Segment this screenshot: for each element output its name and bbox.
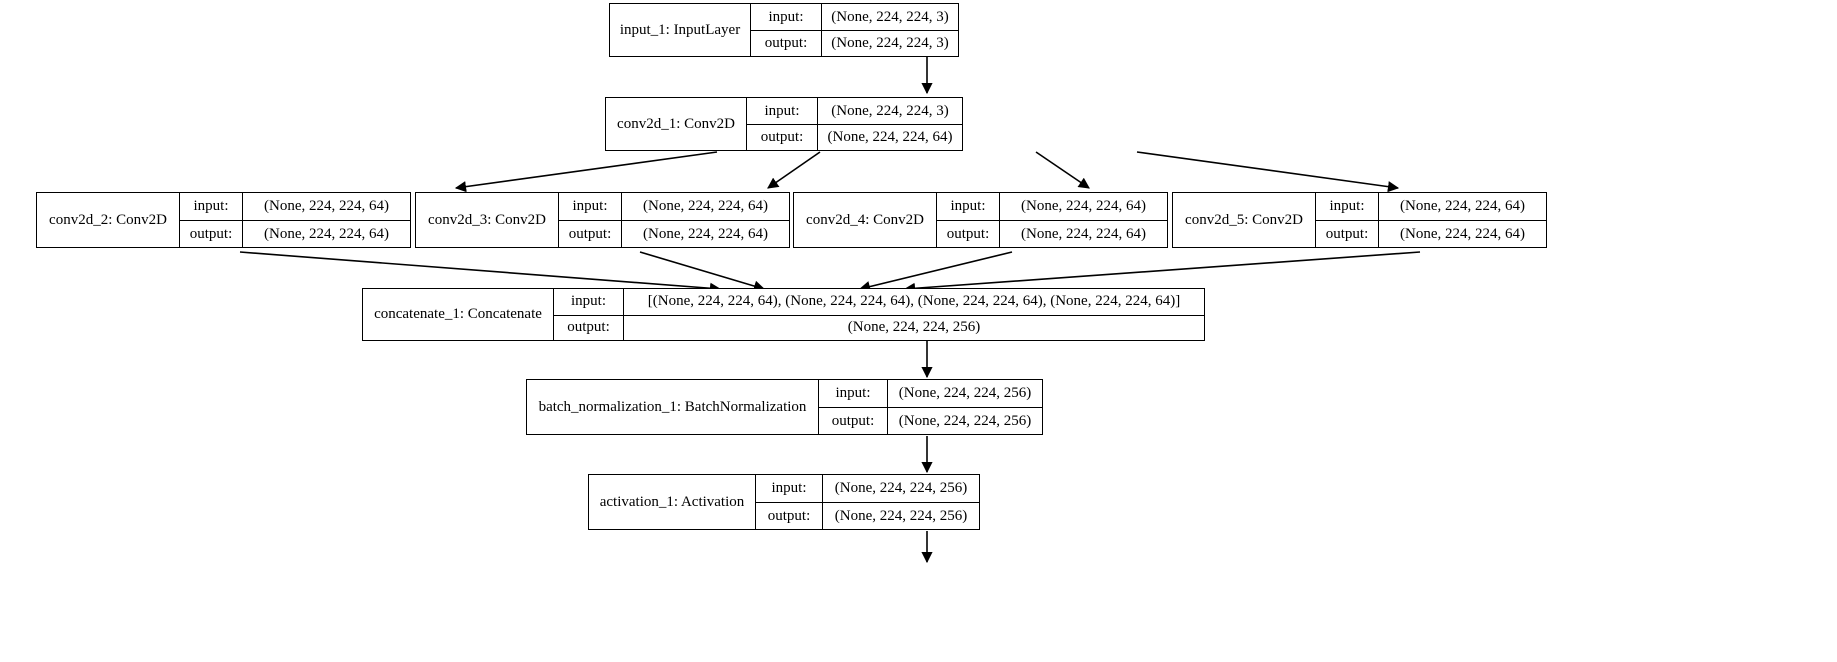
output-label: output: xyxy=(189,225,233,242)
node-batch_normalization_1-input-shape: (None, 224, 224, 256) xyxy=(887,380,1042,407)
node-conv2d_1-title: conv2d_1: Conv2D xyxy=(617,115,735,132)
input-label: input: xyxy=(771,480,807,496)
node-conv2d_1[interactable]: conv2d_1: Conv2D input: (None, 224, 224,… xyxy=(605,97,963,151)
edge-conv2d_1-conv2d_3 xyxy=(767,151,821,189)
node-input_1-input-row: input: (None, 224, 224, 3) xyxy=(751,4,958,30)
node-conv2d_4-output-shape: (None, 224, 224, 64) xyxy=(999,221,1167,247)
output-label: output: xyxy=(567,319,610,336)
node-activation_1-title: activation_1: Activation xyxy=(599,493,745,510)
node-conv2d_2-input-row: input: (None, 224, 224, 64) xyxy=(180,193,410,220)
input-label: input: xyxy=(768,8,804,25)
edge-conv2d_1-conv2d_4 xyxy=(1035,151,1090,189)
node-conv2d_4-input-shape: (None, 224, 224, 64) xyxy=(999,193,1167,220)
node-conv2d_5-input-shape: (None, 224, 224, 64) xyxy=(1378,193,1546,220)
node-activation_1-input-row: input: (None, 224, 224, 256) xyxy=(756,475,979,502)
node-conv2d_3-output-shape: (None, 224, 224, 64) xyxy=(621,221,789,247)
node-conv2d_3-input-row: input: (None, 224, 224, 64) xyxy=(559,193,789,220)
node-activation_1-io: input: (None, 224, 224, 256) output: (No… xyxy=(755,475,979,529)
input-label: input: xyxy=(835,385,871,401)
edge-conv2d_1-conv2d_2 xyxy=(454,151,718,193)
input-label: input: xyxy=(570,293,606,310)
node-input_1-input-shape: (None, 224, 224, 3) xyxy=(821,4,958,30)
node-concatenate_1-output-row: output: (None, 224, 224, 256) xyxy=(554,314,1204,340)
output-label: output: xyxy=(946,225,990,242)
node-conv2d_5-output-row: output: (None, 224, 224, 64) xyxy=(1316,220,1546,247)
node-input_1-output-shape: (None, 224, 224, 3) xyxy=(821,31,958,56)
node-conv2d_1-output-row: output: (None, 224, 224, 64) xyxy=(747,124,962,150)
node-conv2d_3-input-shape: (None, 224, 224, 64) xyxy=(621,193,789,220)
input-label: input: xyxy=(572,198,608,214)
node-input_1-output-row: output: (None, 224, 224, 3) xyxy=(751,30,958,56)
node-activation_1-output-row: output: (None, 224, 224, 256) xyxy=(756,502,979,529)
node-conv2d_4[interactable]: conv2d_4: Conv2D input: (None, 224, 224,… xyxy=(793,192,1168,248)
node-batch_normalization_1[interactable]: batch_normalization_1: BatchNormalizatio… xyxy=(526,379,1043,435)
output-label: output: xyxy=(764,35,808,51)
edge-conv2d_5-concatenate_1 xyxy=(903,251,1421,294)
node-conv2d_3[interactable]: conv2d_3: Conv2D input: (None, 224, 224,… xyxy=(415,192,790,248)
node-conv2d_1-input-row: input: (None, 224, 224, 3) xyxy=(747,98,962,124)
node-conv2d_1-input-shape: (None, 224, 224, 3) xyxy=(817,98,962,124)
node-conv2d_5-input-row: input: (None, 224, 224, 64) xyxy=(1316,193,1546,220)
input-label: input: xyxy=(950,198,986,214)
node-conv2d_4-io: input: (None, 224, 224, 64) output: (Non… xyxy=(936,193,1167,247)
edge-conv2d_1-conv2d_5 xyxy=(1136,151,1400,193)
node-conv2d_3-title: conv2d_3: Conv2D xyxy=(428,211,546,228)
edge-conv2d_2-concatenate_1 xyxy=(239,251,722,294)
node-concatenate_1[interactable]: concatenate_1: Concatenate input: [(None… xyxy=(362,288,1205,341)
node-conv2d_5-io: input: (None, 224, 224, 64) output: (Non… xyxy=(1315,193,1546,247)
input-label: input: xyxy=(193,198,229,214)
node-conv2d_4-output-row: output: (None, 224, 224, 64) xyxy=(937,220,1167,247)
output-label: output: xyxy=(760,129,804,145)
node-conv2d_4-title: conv2d_4: Conv2D xyxy=(806,211,924,228)
node-conv2d_2-output-row: output: (None, 224, 224, 64) xyxy=(180,220,410,247)
node-batch_normalization_1-title: batch_normalization_1: BatchNormalizatio… xyxy=(538,398,807,415)
node-concatenate_1-input-shape: [(None, 224, 224, 64), (None, 224, 224, … xyxy=(623,289,1204,315)
node-input_1-title: input_1: InputLayer xyxy=(619,21,741,38)
node-activation_1-output-shape: (None, 224, 224, 256) xyxy=(822,503,979,529)
output-label: output: xyxy=(568,225,612,242)
node-conv2d_3-io: input: (None, 224, 224, 64) output: (Non… xyxy=(558,193,789,247)
node-batch_normalization_1-output-shape: (None, 224, 224, 256) xyxy=(887,408,1042,434)
node-conv2d_3-output-row: output: (None, 224, 224, 64) xyxy=(559,220,789,247)
node-batch_normalization_1-io: input: (None, 224, 224, 256) output: (No… xyxy=(818,380,1042,434)
node-concatenate_1-output-shape: (None, 224, 224, 256) xyxy=(623,315,1204,340)
node-conv2d_4-input-row: input: (None, 224, 224, 64) xyxy=(937,193,1167,220)
output-label: output: xyxy=(1325,225,1369,242)
node-activation_1[interactable]: activation_1: Activation input: (None, 2… xyxy=(588,474,980,530)
node-conv2d_5-title: conv2d_5: Conv2D xyxy=(1185,211,1303,228)
node-activation_1-input-shape: (None, 224, 224, 256) xyxy=(822,475,979,502)
node-conv2d_2-io: input: (None, 224, 224, 64) output: (Non… xyxy=(179,193,410,247)
node-concatenate_1-io: input: [(None, 224, 224, 64), (None, 224… xyxy=(553,289,1204,340)
node-batch_normalization_1-input-row: input: (None, 224, 224, 256) xyxy=(819,380,1042,407)
edge-conv2d_3-concatenate_1 xyxy=(639,251,766,292)
node-conv2d_2-title: conv2d_2: Conv2D xyxy=(49,211,167,228)
node-input_1[interactable]: input_1: InputLayer input: (None, 224, 2… xyxy=(609,3,959,57)
output-label: output: xyxy=(767,507,811,524)
input-label: input: xyxy=(764,102,800,119)
node-concatenate_1-input-row: input: [(None, 224, 224, 64), (None, 224… xyxy=(554,289,1204,315)
node-batch_normalization_1-output-row: output: (None, 224, 224, 256) xyxy=(819,407,1042,434)
edge-conv2d_4-concatenate_1 xyxy=(858,251,1013,293)
input-label: input: xyxy=(1329,198,1365,214)
node-concatenate_1-title: concatenate_1: Concatenate xyxy=(374,306,542,322)
node-conv2d_2-output-shape: (None, 224, 224, 64) xyxy=(242,221,410,247)
node-conv2d_1-io: input: (None, 224, 224, 3) output: (None… xyxy=(746,98,962,150)
node-input_1-io: input: (None, 224, 224, 3) output: (None… xyxy=(750,4,958,56)
node-conv2d_5-output-shape: (None, 224, 224, 64) xyxy=(1378,221,1546,247)
output-label: output: xyxy=(831,412,875,429)
node-conv2d_1-output-shape: (None, 224, 224, 64) xyxy=(817,125,962,150)
node-conv2d_2[interactable]: conv2d_2: Conv2D input: (None, 224, 224,… xyxy=(36,192,411,248)
node-conv2d_5[interactable]: conv2d_5: Conv2D input: (None, 224, 224,… xyxy=(1172,192,1547,248)
node-conv2d_2-input-shape: (None, 224, 224, 64) xyxy=(242,193,410,220)
